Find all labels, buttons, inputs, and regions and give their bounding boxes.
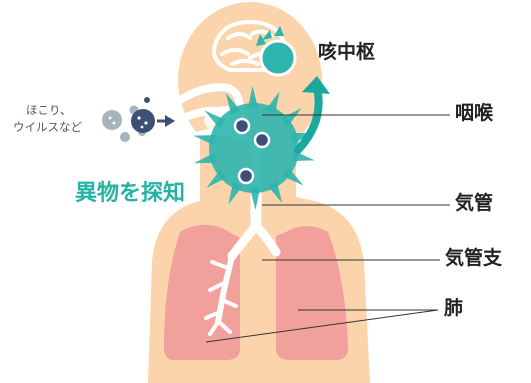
label-bronchi: 気管支 [445, 249, 502, 268]
label-trachea: 気管 [455, 194, 493, 213]
label-dust-line1: ほこり、 [26, 102, 72, 119]
label-detect: 異物を探知 [75, 183, 185, 205]
label-cough-center: 咳中枢 [318, 43, 375, 62]
cough-center-node [261, 41, 295, 75]
label-dust-line2: ウイルスなど [13, 119, 82, 136]
arrow-right-icon [157, 115, 175, 127]
label-pharynx: 咽喉 [455, 104, 493, 123]
label-lungs: 肺 [444, 299, 463, 318]
dust-particles [102, 97, 155, 142]
